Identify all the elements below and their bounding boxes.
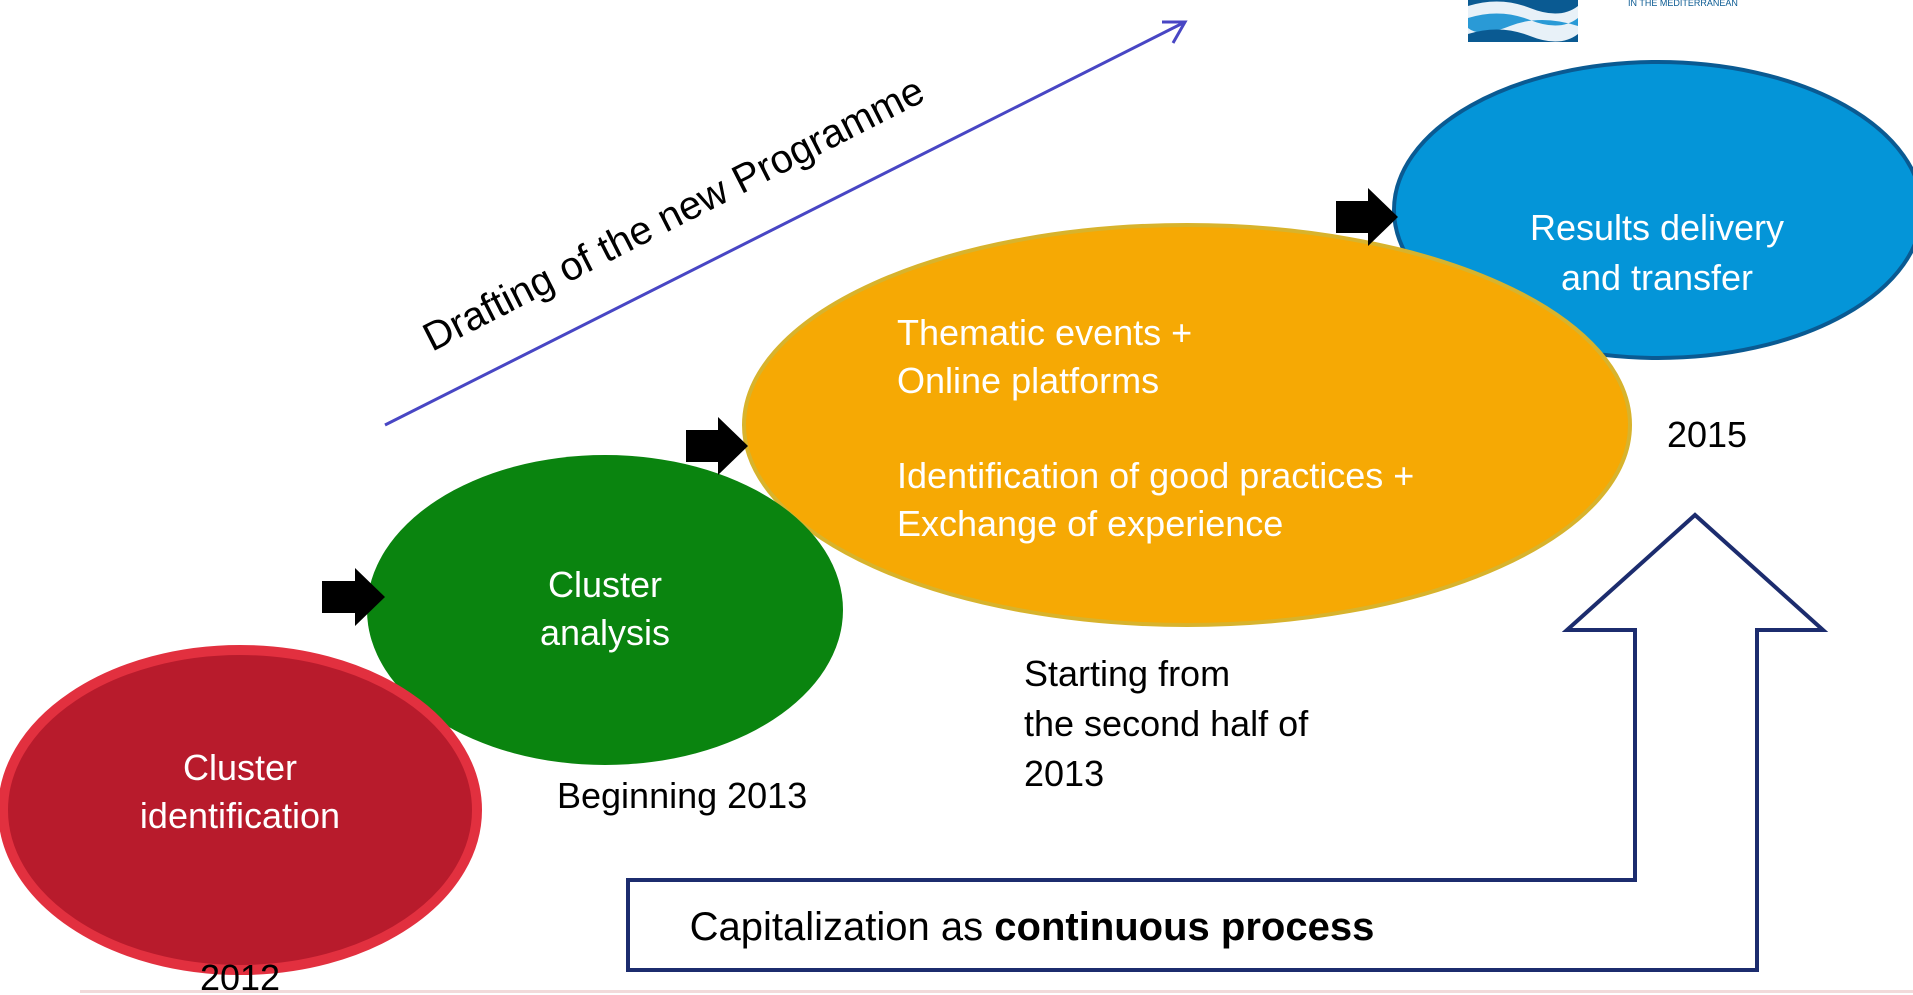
stage-analysis-title-line2: analysis — [540, 612, 670, 653]
stage-events-item1: Thematic events + — [897, 312, 1192, 353]
stage-identification-title: Cluster — [183, 747, 297, 788]
step-arrow-icon — [322, 568, 385, 626]
logo-waves-icon — [1468, 0, 1578, 42]
stage-events-item2-line2: Exchange of experience — [897, 503, 1283, 544]
stage-analysis-date: Beginning 2013 — [557, 775, 807, 816]
stage-events-date: Starting from — [1024, 653, 1230, 694]
stage-events-item2: Identification of good practices + — [897, 455, 1414, 496]
stage-identification-date: 2012 — [200, 957, 280, 995]
continuous-process-arrow — [626, 512, 1829, 972]
stage-events-date-line2: the second half of — [1024, 703, 1309, 744]
stage-results-title: Results delivery — [1530, 207, 1784, 248]
stage-results-date: 2015 — [1667, 414, 1747, 455]
continuous-process-label: Capitalization as continuous process — [690, 905, 1375, 949]
footer-divider — [80, 990, 1913, 993]
stage-events-item1-line2: Online platforms — [897, 360, 1159, 401]
stage-results-ellipse — [1392, 60, 1913, 360]
step-arrow-icon — [1336, 188, 1398, 246]
stage-identification-ellipse — [0, 645, 482, 975]
stage-identification-title-line2: identification — [140, 795, 340, 836]
programme-logo: IN THE MEDITERRANEAN — [1468, 0, 1738, 42]
stage-results-title-line2: and transfer — [1561, 257, 1753, 298]
stage-analysis-title: Cluster — [548, 564, 662, 605]
logo-tagline: IN THE MEDITERRANEAN — [1628, 0, 1738, 8]
step-arrow-icon — [686, 417, 748, 475]
stage-analysis-ellipse — [367, 455, 843, 765]
stage-events-ellipse — [742, 223, 1632, 627]
drafting-arrow — [384, 20, 1188, 427]
stage-events-date-line3: 2013 — [1024, 753, 1104, 794]
